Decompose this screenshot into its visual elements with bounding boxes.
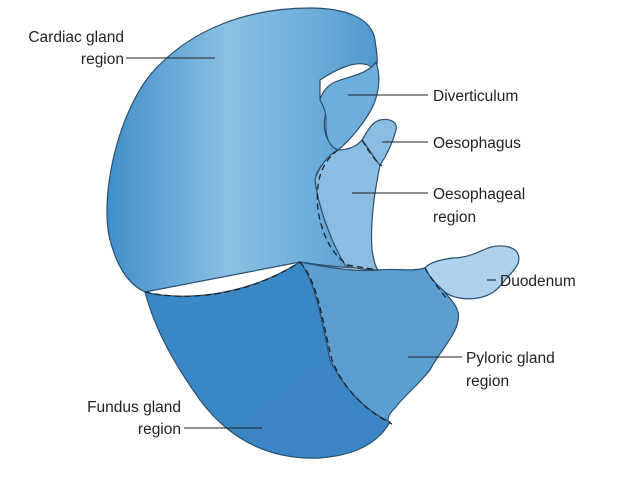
label-duodenum: Duodenum — [500, 273, 576, 290]
label-pyloric-line2: region — [466, 373, 509, 390]
label-oesophageal-line1: Oesophageal — [433, 186, 525, 203]
label-pyloric-line1: Pyloric gland — [466, 350, 555, 367]
label-cardiac-gland-line2: region — [81, 51, 124, 68]
label-cardiac-gland-line1: Cardiac gland — [28, 29, 124, 46]
label-fundus-line1: Fundus gland — [87, 399, 181, 416]
label-oesophagus: Oesophagus — [433, 135, 521, 152]
label-diverticulum: Diverticulum — [433, 88, 518, 105]
label-fundus-line2: region — [138, 421, 181, 438]
label-oesophageal-line2: region — [433, 209, 476, 226]
